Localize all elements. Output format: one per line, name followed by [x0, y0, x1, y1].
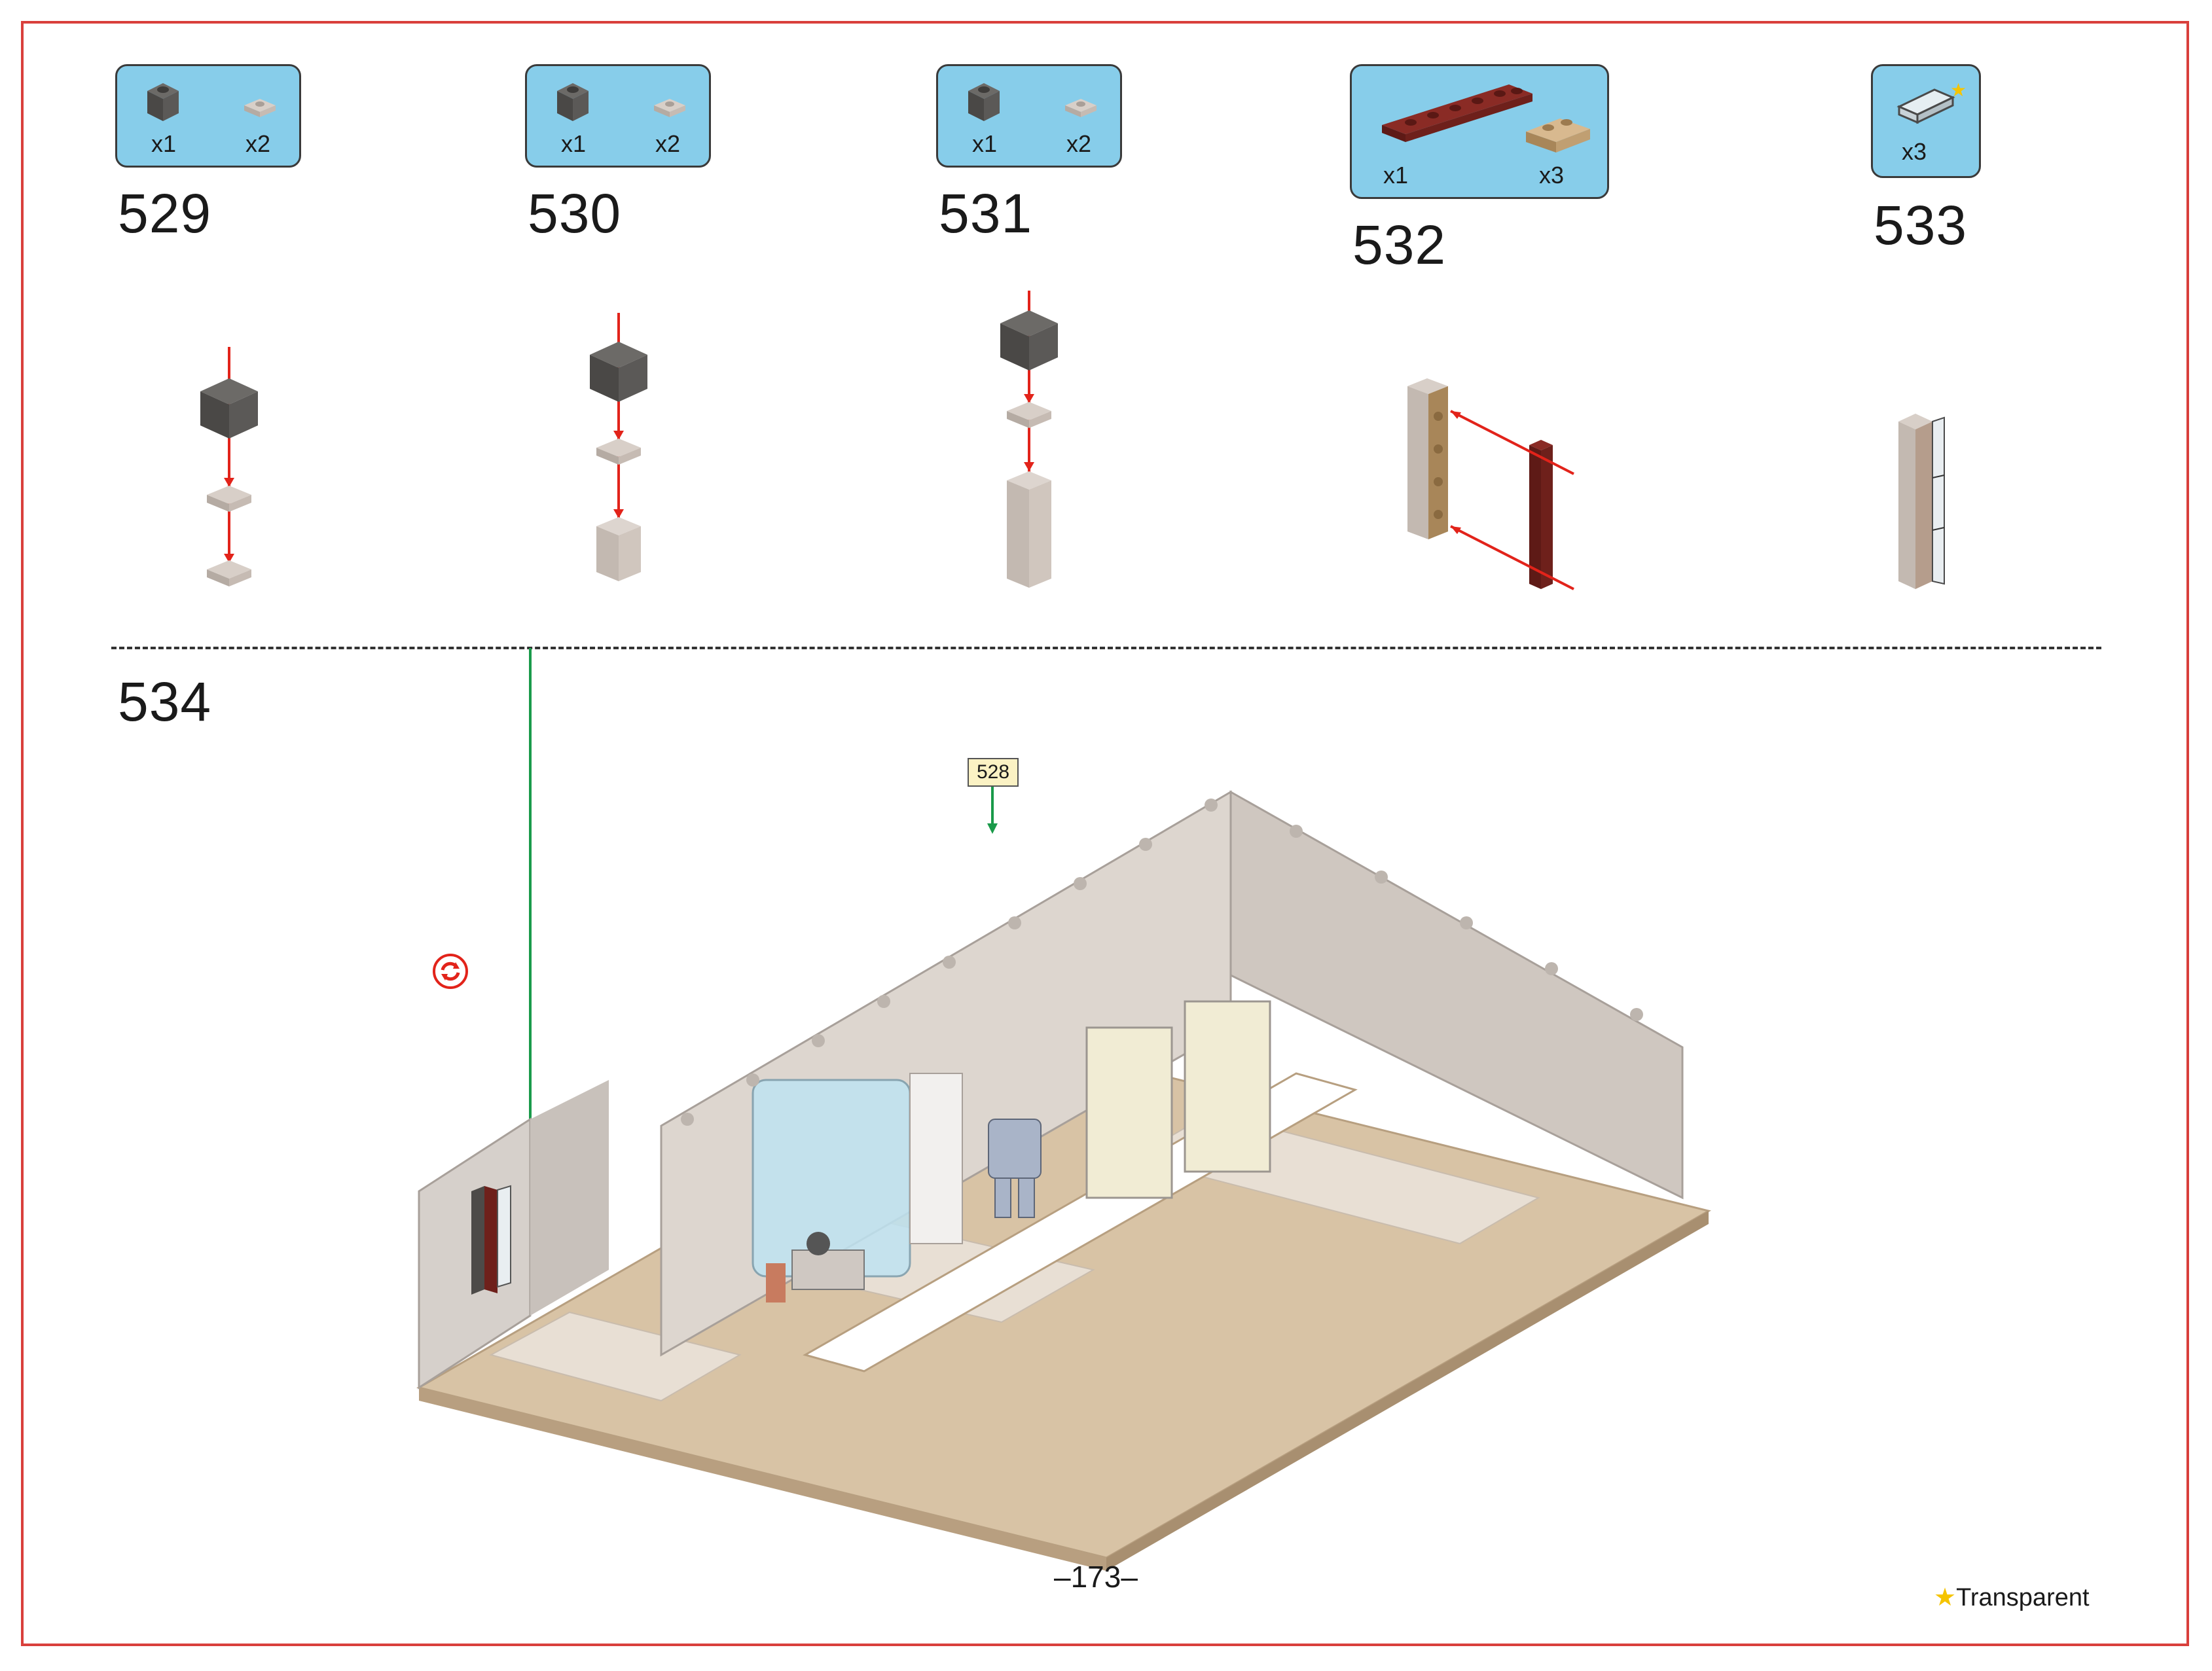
- mech-figure: [988, 1119, 1042, 1218]
- qty-label: x2: [655, 130, 681, 157]
- tan-bracket-icon: [1526, 118, 1590, 153]
- qty-label: x3: [1902, 138, 1927, 165]
- qty-label: x2: [245, 130, 271, 157]
- step-532-assembly-diagram: [1407, 378, 1574, 590]
- step-number: 534: [118, 671, 212, 732]
- callout-arrow: [987, 787, 998, 834]
- step-number: 529: [118, 183, 212, 244]
- qty-label: x1: [151, 130, 177, 157]
- svg-text:★: ★: [1950, 79, 1967, 101]
- page-number: –173–: [1054, 1560, 1138, 1594]
- legend-text: Transparent: [1956, 1584, 2090, 1611]
- transparent-panel-icon: ★: [1896, 79, 1967, 124]
- light-gray-plate-icon: [654, 99, 685, 117]
- right-wall: [1229, 790, 1684, 1200]
- door: [1184, 1000, 1271, 1173]
- door: [1085, 1026, 1173, 1199]
- rotate-model-icon: [433, 954, 468, 989]
- dark-red-plate-icon: [1382, 84, 1532, 142]
- qty-label: x2: [1066, 130, 1092, 157]
- glass-chamber: [752, 1079, 911, 1278]
- step-531-assembly-diagram: [1000, 291, 1058, 588]
- step-530-assembly-diagram: [590, 313, 647, 581]
- light-gray-plate-icon: [1065, 99, 1097, 117]
- console: [791, 1249, 865, 1290]
- step-number: 532: [1352, 214, 1447, 276]
- step-number: 533: [1874, 194, 1968, 256]
- dark-gray-brick-icon: [147, 83, 179, 121]
- parts-box-533: ★ x3: [1871, 64, 1981, 178]
- step-533-assembly-diagram: [1898, 414, 1945, 589]
- qty-label: x1: [972, 130, 998, 157]
- legend: ★Transparent: [1934, 1583, 2090, 1612]
- model-build-illustration: [416, 790, 1711, 1571]
- parts-box-529: x1 x2: [115, 64, 301, 168]
- parts-box-530: x1 x2: [525, 64, 711, 168]
- step-number: 531: [939, 183, 1033, 244]
- qty-label: x1: [561, 130, 587, 157]
- dark-gray-brick-icon: [968, 83, 1000, 121]
- parts-box-532: x1 x3: [1350, 64, 1609, 199]
- dark-gray-brick-icon: [557, 83, 589, 121]
- page-frame: [21, 21, 2189, 1646]
- star-icon: ★: [1934, 1584, 1957, 1611]
- qty-label: x3: [1539, 162, 1565, 189]
- light-gray-plate-icon: [244, 99, 276, 117]
- placed-pillar: [471, 1185, 511, 1295]
- parts-box-531: x1 x2: [936, 64, 1122, 168]
- step-529-assembly-diagram: [200, 347, 258, 586]
- section-divider: [111, 647, 2101, 649]
- qty-label: x1: [1383, 162, 1409, 189]
- step-number: 530: [528, 183, 622, 244]
- submodel-callout: 528: [968, 758, 1019, 787]
